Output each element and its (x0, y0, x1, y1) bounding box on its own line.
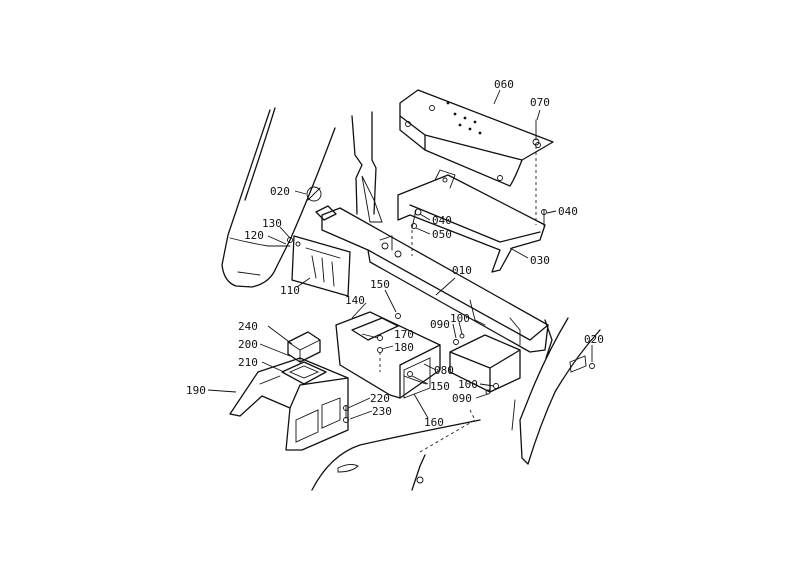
callout-040-right: 040 (558, 205, 578, 218)
part-080-right-box (449, 334, 521, 393)
hardware-040-050-bolt (411, 208, 422, 256)
hardware-150-170-180 (377, 313, 427, 385)
part-020-grommet-left (306, 186, 337, 221)
part-030-bracket-frame (397, 169, 546, 273)
callout-180: 180 (394, 341, 414, 354)
part-240-block (287, 331, 321, 363)
hardware-020-right (589, 363, 595, 369)
callout-200: 200 (238, 338, 258, 351)
hardware-070-bolt (532, 119, 540, 225)
callout-090-lower: 090 (452, 392, 472, 405)
callout-020-left: 020 (270, 185, 290, 198)
callout-170: 170 (394, 328, 414, 341)
callout-150-upper: 150 (370, 278, 390, 291)
cover-holes (405, 101, 541, 181)
callout-070: 070 (530, 96, 550, 109)
callout-210: 210 (238, 356, 258, 369)
callout-100-lower: 100 (458, 378, 478, 391)
left-fender-outline (221, 107, 336, 288)
callout-090-upper: 090 (430, 318, 450, 331)
callout-080: 080 (434, 364, 454, 377)
callout-160: 160 (424, 416, 444, 429)
callout-labels: 060 070 040 040 050 030 020 020 130 120 … (186, 78, 604, 429)
callout-230: 230 (372, 405, 392, 418)
part-190-left-housing (229, 357, 349, 451)
callout-110: 110 (280, 284, 300, 297)
callout-100-upper: 100 (450, 312, 470, 325)
part-210-pad (281, 361, 327, 385)
callout-130: 130 (262, 217, 282, 230)
hardware-040-bolt-right (541, 209, 547, 227)
callout-140: 140 (345, 294, 365, 307)
callout-150-lower: 150 (430, 380, 450, 393)
callout-220: 220 (370, 392, 390, 405)
part-060-top-cover (399, 89, 554, 187)
rear-post-outline (351, 111, 383, 223)
callout-040-left: 040 (432, 214, 452, 227)
callout-120: 120 (244, 229, 264, 242)
callout-050: 050 (432, 228, 452, 241)
part-140-center-panel (335, 311, 441, 399)
callout-240: 240 (238, 320, 258, 333)
callout-190: 190 (186, 384, 206, 397)
callout-020-right: 020 (584, 333, 604, 346)
callout-010: 010 (452, 264, 472, 277)
leader-lines (207, 89, 593, 420)
callout-060: 060 (494, 78, 514, 91)
floor-outline (311, 409, 481, 491)
part-010-main-beam (321, 207, 549, 353)
callout-030: 030 (530, 254, 550, 267)
part-110-plate (291, 235, 351, 297)
